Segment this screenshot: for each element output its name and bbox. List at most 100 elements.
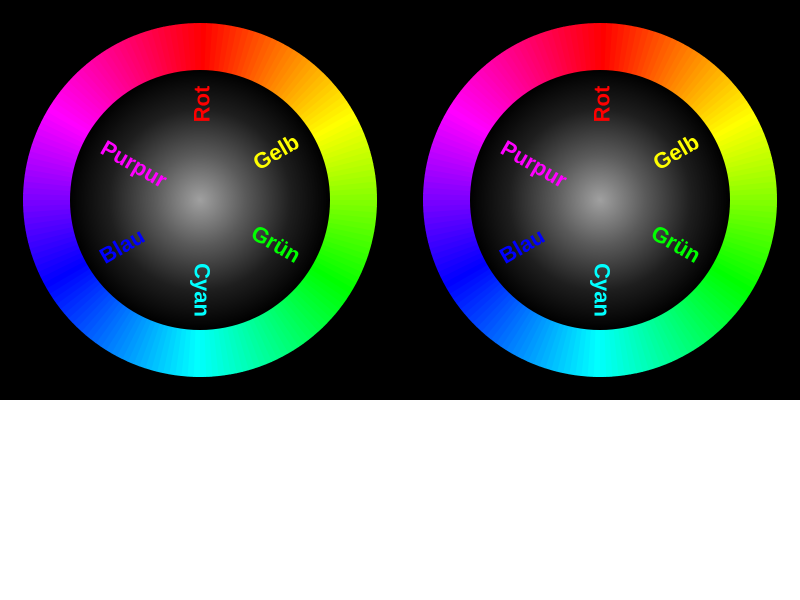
hue-segment — [437, 251, 485, 278]
hue-segment — [580, 328, 592, 377]
hue-segment — [545, 29, 566, 78]
hue-segment — [239, 321, 261, 369]
hue-segment — [701, 275, 744, 310]
hue-segment — [247, 317, 272, 365]
hue-segment — [175, 23, 188, 73]
hue-segment — [33, 243, 81, 267]
hue-segment — [643, 319, 667, 367]
hue-segment — [717, 128, 765, 153]
hue-segment — [532, 319, 556, 367]
hue-segment — [704, 95, 748, 129]
hue-segment — [29, 234, 78, 255]
hue-segment — [203, 328, 213, 377]
hue-segment — [443, 259, 489, 289]
hue-segment — [521, 315, 548, 362]
hue-segment — [613, 23, 626, 73]
hue-segment — [145, 29, 166, 78]
hue-segment — [322, 235, 371, 256]
hue-segment — [686, 68, 724, 108]
hue-segment — [217, 327, 231, 376]
hue-segment — [255, 313, 284, 360]
hue-segment — [311, 260, 357, 290]
hue-segment — [286, 68, 324, 108]
hue-segment — [685, 292, 723, 333]
hue-segment — [500, 306, 532, 351]
hue-segment — [144, 322, 165, 371]
hue-segment — [268, 49, 300, 94]
hue-segment — [689, 72, 728, 111]
hue-segment — [279, 60, 315, 102]
hue-segment — [306, 101, 351, 133]
hue-segment — [678, 298, 714, 341]
hue-segment — [226, 26, 244, 75]
hue-segment — [575, 23, 588, 73]
hue-segment — [292, 77, 333, 115]
hue-ring — [423, 23, 777, 377]
hue-segment — [695, 282, 736, 320]
hue-segment — [263, 309, 294, 354]
hue-segment — [23, 186, 72, 196]
hue-segment — [295, 282, 336, 320]
hue-segment — [163, 25, 179, 74]
hue-segment — [505, 309, 536, 354]
hue-segment — [587, 23, 597, 72]
hue-segment — [226, 325, 243, 374]
label-cyan: Cyan — [590, 263, 615, 317]
hue-segment — [671, 304, 705, 348]
hue-segment — [23, 203, 72, 213]
hue-segment — [315, 252, 362, 279]
hue-segment — [292, 286, 332, 324]
hue-segment — [446, 105, 491, 136]
hue-segment — [720, 239, 769, 262]
hue-segment — [106, 46, 137, 91]
hue-segment — [593, 23, 601, 72]
hue-segment — [715, 252, 762, 279]
hue-segment — [72, 72, 111, 111]
hue-segment — [244, 33, 268, 81]
hue-segment — [40, 255, 87, 284]
hue-segment — [25, 221, 74, 237]
hue-segment — [456, 275, 499, 309]
hue-segment — [689, 289, 728, 328]
hue-segment — [452, 271, 496, 305]
hue-segment — [717, 248, 765, 273]
hue-segment — [477, 67, 515, 108]
hue-segment — [425, 162, 474, 178]
hue-segment — [298, 86, 341, 122]
hue-segment — [639, 321, 661, 369]
hue-segment — [43, 259, 89, 289]
hue-segment — [722, 235, 771, 256]
hue-segment — [679, 60, 715, 102]
hue-segment — [26, 156, 75, 174]
hue-segment — [46, 263, 91, 294]
hue-segment — [726, 163, 775, 179]
hue-segment — [425, 221, 474, 237]
hue-segment — [433, 243, 481, 267]
hue-segment — [472, 289, 511, 328]
label-cyan: Cyan — [190, 263, 215, 317]
hue-segment — [655, 313, 684, 360]
hue-segment — [423, 174, 473, 187]
hue-segment — [320, 239, 369, 262]
hue-segment — [539, 31, 561, 79]
hue-segment — [725, 226, 774, 244]
hue-segment — [252, 38, 279, 85]
hue-segment — [709, 106, 754, 137]
hue-segment — [621, 326, 637, 375]
hue-segment — [511, 43, 541, 89]
hue-segment — [230, 324, 249, 372]
hue-segment — [726, 222, 775, 238]
hue-segment — [644, 33, 668, 81]
hue-segment — [727, 175, 777, 188]
hue-segment — [28, 230, 76, 249]
hue-segment — [423, 203, 472, 213]
hue-segment — [664, 46, 695, 91]
hue-segment — [271, 304, 305, 348]
hue-segment — [278, 298, 314, 341]
hue-segment — [28, 150, 77, 169]
hue-segment — [319, 133, 367, 157]
hue-segment — [692, 77, 733, 115]
hue-segment — [235, 29, 256, 78]
hue-segment — [550, 323, 569, 372]
hue-segment — [23, 212, 73, 225]
